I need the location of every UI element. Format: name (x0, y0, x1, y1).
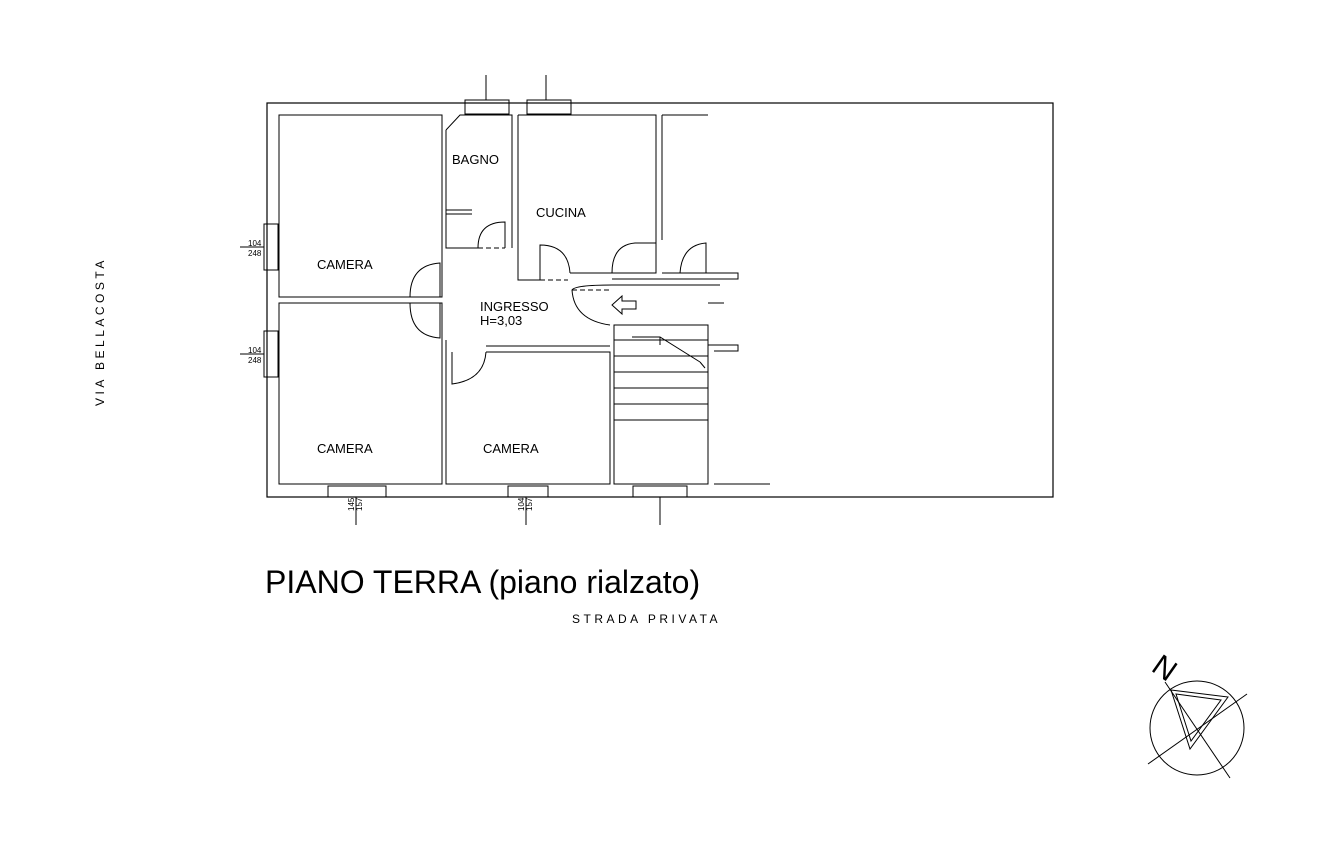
window-dim-south-left-top: 145 (347, 497, 356, 511)
window-dim-west-lower-bottom: 248 (248, 356, 262, 365)
compass-north-label: N (1146, 649, 1183, 688)
street-label-south: STRADA PRIVATA (572, 612, 721, 626)
room-label-camera-nw: CAMERA (317, 257, 373, 272)
plan-title: PIANO TERRA (piano rialzato) (265, 564, 700, 600)
entrance-arrow-icon (611, 294, 637, 316)
room-label-camera-s: CAMERA (483, 441, 539, 456)
interior-walls (279, 114, 770, 485)
window-dim-south-mid-top: 104 (517, 497, 526, 511)
room-height-ingresso: H=3,03 (480, 313, 522, 328)
outer-walls (266, 102, 1054, 498)
room-label-ingresso: INGRESSO (480, 299, 549, 314)
window-dim-west-upper-bottom: 248 (248, 249, 262, 258)
window-dim-south-left-bottom: 157 (355, 497, 364, 511)
street-label-west: VIA BELLACOSTA (93, 257, 107, 406)
window-dim-south-mid-bottom: 157 (525, 497, 534, 511)
north-arrow-icon: N (1146, 649, 1248, 779)
doors (409, 221, 707, 385)
window-dim-west-upper-top: 104 (248, 239, 262, 248)
room-label-bagno: BAGNO (452, 152, 499, 167)
room-label-cucina: CUCINA (536, 205, 586, 220)
windows (240, 75, 688, 525)
window-dim-west-lower-top: 104 (248, 346, 262, 355)
room-label-camera-sw: CAMERA (317, 441, 373, 456)
